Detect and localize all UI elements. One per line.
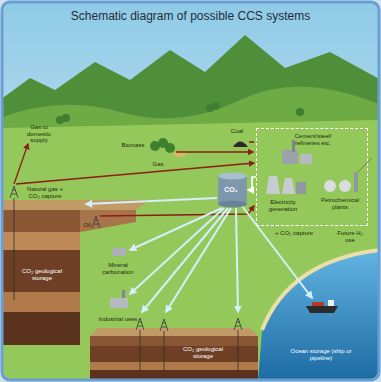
wells: [234, 318, 242, 330]
land: [3, 120, 378, 379]
trees: [165, 143, 175, 153]
plants: [282, 178, 295, 194]
left-strata: [80, 210, 136, 232]
mineral-icon: [112, 248, 126, 256]
plants: [282, 150, 298, 164]
callout-label: Gas to domestic supply: [20, 124, 58, 144]
plants: [266, 140, 372, 194]
callout-label: Future H₂ use: [334, 230, 366, 243]
industrial-icon: [110, 290, 128, 308]
callout-label: Natural gas + CO₂ capture: [22, 186, 68, 199]
callout-label: + CO₂ capture: [272, 230, 316, 237]
plants: [324, 180, 336, 192]
callout-label: CO₂ geological storage: [176, 346, 230, 359]
left-strata: [3, 200, 150, 345]
plants: [339, 180, 351, 192]
bottom-strata: [90, 328, 258, 379]
ship: [306, 300, 338, 313]
storage-arrows: [166, 208, 231, 312]
supply-arrows: [100, 206, 254, 216]
supply-arrows: [176, 151, 253, 152]
storage-arrows: [236, 208, 238, 312]
left-strata: [3, 232, 80, 250]
node-label: Electricity generation: [261, 199, 305, 212]
wells: [160, 319, 168, 331]
trees: [296, 108, 304, 116]
left-strata: [3, 292, 80, 312]
callout-label: CO₂ geological storage: [18, 268, 66, 281]
node-label: CO₂: [217, 186, 245, 194]
storage-arrows: [242, 206, 312, 298]
bottom-strata: [90, 336, 258, 346]
ship: [328, 300, 334, 306]
ship: [312, 302, 324, 306]
supply-arrows: [249, 141, 254, 142]
wells: [238, 330, 239, 370]
bottom-strata: [90, 328, 258, 336]
wells: [10, 186, 18, 198]
plants: [266, 176, 280, 194]
supply-arrows: [14, 142, 254, 216]
callout-label: Mineral carbonation: [96, 262, 140, 275]
callout-label: Oil: [80, 222, 94, 229]
co2-tank: CO₂: [217, 172, 248, 208]
callout-label: Industrial uses: [96, 316, 140, 323]
frame: [2, 2, 379, 380]
trees: [212, 102, 220, 110]
diagram-title: Schematic diagram of possible CCS system…: [10, 9, 371, 23]
left-strata: [3, 250, 80, 292]
supply-arrows: [14, 144, 28, 184]
plants: [300, 154, 312, 164]
coal-heap: [233, 142, 248, 148]
plants: [354, 172, 358, 192]
wells: [92, 216, 100, 228]
storage-arrows: [86, 198, 217, 204]
sky: [3, 3, 378, 379]
left-strata: [3, 210, 80, 232]
plants: [292, 140, 295, 152]
callout-label: Coal: [226, 128, 248, 135]
wells: [140, 330, 141, 370]
ship: [306, 306, 338, 313]
callout-label: Ocean storage (ship or pipeline): [290, 348, 352, 361]
plants: [358, 158, 372, 172]
bottom-strata: [90, 362, 258, 370]
callout-label: Gas: [150, 161, 166, 168]
flow-connector: [248, 177, 256, 190]
tank-top: [218, 173, 247, 180]
tank-base: [218, 201, 247, 208]
left-strata: [3, 312, 80, 345]
storage-arrows: [130, 208, 224, 294]
scene: [3, 3, 378, 379]
node-label: Petrochemical plants: [317, 197, 363, 210]
plants: [296, 182, 306, 194]
plant-region: Cement/steel/ refineries etc. Electricity…: [256, 128, 368, 226]
industrial-icon: [122, 290, 125, 298]
storage-arrows: [142, 208, 228, 312]
storage-arrows: [86, 198, 312, 312]
node-label: Cement/steel/ refineries etc.: [291, 133, 335, 146]
sea: [258, 250, 378, 379]
bottom-strata: [90, 346, 258, 362]
callout-label: Biomass: [118, 142, 148, 149]
shore: [262, 250, 378, 330]
wells: [164, 331, 165, 370]
industrial-icon: [110, 298, 128, 308]
bottom-strata: [90, 370, 258, 379]
wells: [14, 198, 15, 300]
wells: [10, 186, 242, 370]
trees: [62, 114, 70, 122]
